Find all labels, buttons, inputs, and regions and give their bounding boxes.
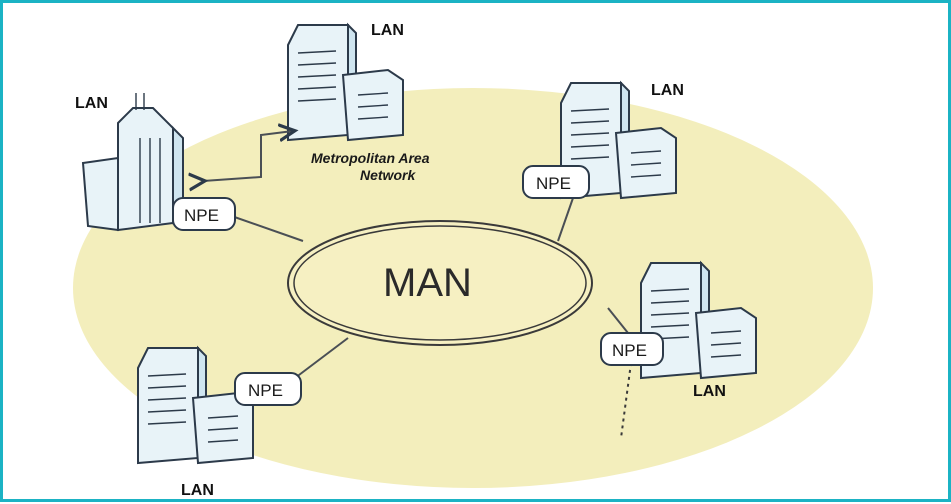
double-arrow-icon	[203, 131, 293, 181]
link-top-right	[557, 197, 574, 242]
link-right	[607, 307, 629, 334]
man-label: MAN	[383, 261, 472, 305]
lan-label-top-center: LAN	[371, 22, 404, 39]
man-ring	[287, 220, 593, 346]
svg-text:NPE: NPE	[612, 341, 647, 360]
svg-text:NPE: NPE	[184, 206, 219, 225]
man-diagram: MAN LAN LAN Metropolitan Area Network LA…	[73, 22, 873, 499]
skyscraper-building-icon	[81, 93, 184, 232]
npe-box-bottom-left: NPE	[234, 372, 302, 406]
npe-box-top-right: NPE	[522, 165, 590, 199]
lan-label-bottom-left: LAN	[181, 482, 214, 499]
metro-caption-line1: Metropolitan Area	[311, 150, 430, 166]
svg-text:NPE: NPE	[536, 174, 571, 193]
metro-caption-line2: Network	[360, 167, 416, 183]
dotted-link	[620, 362, 632, 439]
lan-label-top-left: LAN	[75, 95, 108, 112]
link-top-left	[222, 212, 304, 242]
svg-text:NPE: NPE	[248, 381, 283, 400]
npe-box-right: NPE	[600, 332, 664, 366]
lan-label-top-right: LAN	[651, 82, 684, 99]
npe-box-top-left: NPE	[172, 197, 236, 231]
server-rack-icon-top	[287, 24, 404, 141]
link-bottom-left	[294, 337, 349, 379]
lan-label-right: LAN	[693, 383, 726, 400]
